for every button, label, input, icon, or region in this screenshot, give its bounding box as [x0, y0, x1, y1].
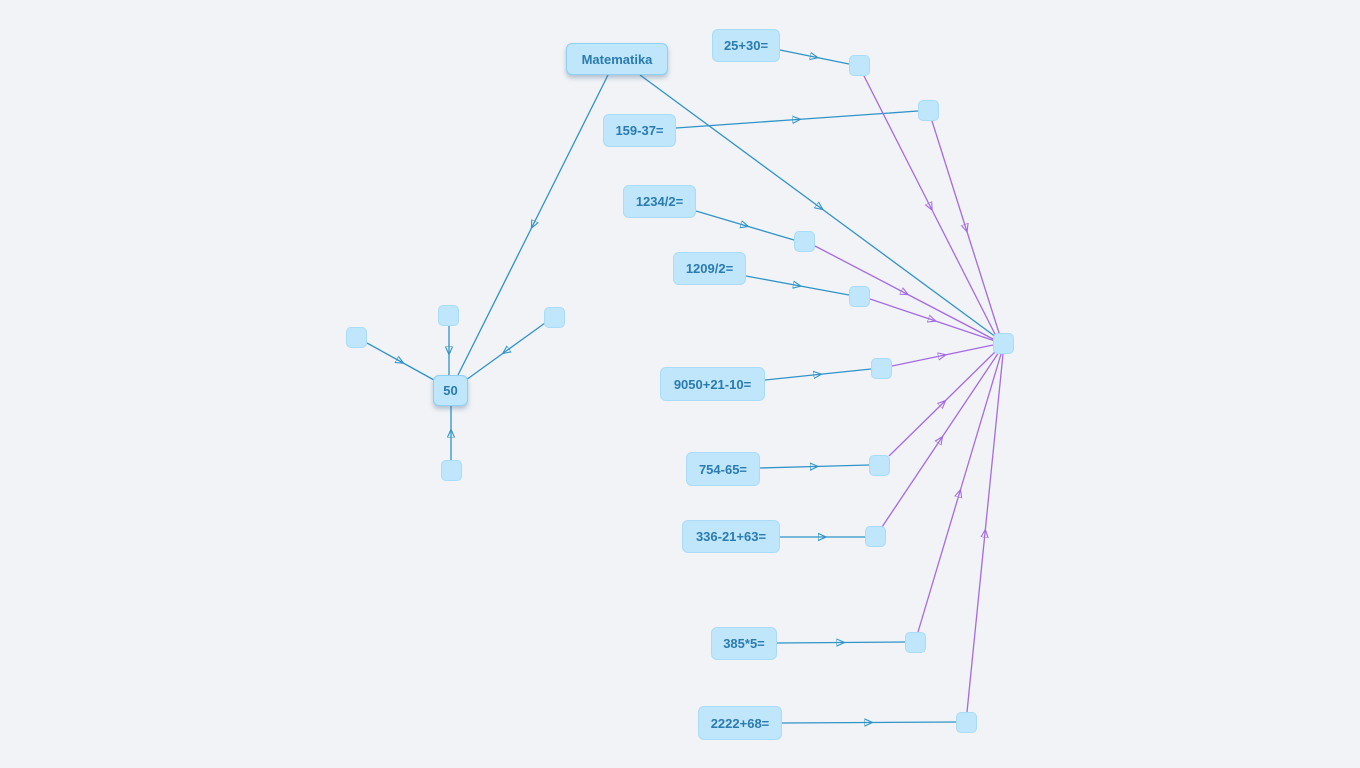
node-answer-8[interactable]: [905, 632, 926, 653]
edge-eq9-to-answer: [781, 722, 957, 723]
edge-matematika-to-50: [457, 74, 609, 376]
edge-eq8-to-answer: [776, 642, 906, 643]
edge-answer7-to-hub: [881, 351, 1000, 528]
node-equation-9050-plus-21-minus-10[interactable]: 9050+21-10=: [660, 367, 765, 401]
node-50[interactable]: 50: [433, 375, 468, 406]
node-equation-1209-div-2[interactable]: 1209/2=: [673, 252, 746, 285]
edge-answer6-to-hub: [888, 349, 998, 457]
node-answer-7[interactable]: [865, 526, 886, 547]
edge-answer5-to-hub: [891, 344, 994, 367]
node-equation-754-minus-65[interactable]: 754-65=: [686, 452, 760, 486]
node-hub[interactable]: [993, 333, 1014, 354]
node-answer-6[interactable]: [869, 455, 890, 476]
edge-answer1-to-hub: [863, 75, 998, 339]
node-equation-2222-plus-68[interactable]: 2222+68=: [698, 706, 782, 740]
node-answer-1[interactable]: [849, 55, 870, 76]
node-equation-25-plus-30[interactable]: 25+30=: [712, 29, 780, 62]
edge-answer2-to-hub: [931, 120, 1001, 337]
edge-eq3-to-answer: [695, 210, 795, 241]
node-equation-1234-div-2[interactable]: 1234/2=: [623, 185, 696, 218]
edge-eq2-to-answer: [675, 110, 919, 129]
edge-eq6-to-answer: [759, 465, 870, 468]
node-empty-left[interactable]: [346, 327, 367, 348]
node-empty-top[interactable]: [438, 305, 459, 326]
node-answer-3[interactable]: [794, 231, 815, 252]
edge-answer3-to-hub: [814, 245, 996, 341]
edge-answer4-to-hub: [869, 298, 996, 342]
node-equation-385-times-5[interactable]: 385*5=: [711, 627, 777, 660]
node-answer-2[interactable]: [918, 100, 939, 121]
edge-matematika-to-hub: [639, 74, 1001, 341]
node-equation-336-minus-21-plus-63[interactable]: 336-21+63=: [682, 520, 780, 553]
node-matematika[interactable]: Matematika: [566, 43, 668, 75]
edge-right-to-50: [465, 322, 546, 381]
node-empty-bottom[interactable]: [441, 460, 462, 481]
node-answer-5[interactable]: [871, 358, 892, 379]
node-equation-159-minus-37[interactable]: 159-37=: [603, 114, 676, 147]
edge-layer: [366, 49, 1004, 723]
edge-eq4-to-answer: [745, 275, 850, 296]
edge-answer9-to-hub: [966, 353, 1004, 713]
edge-eq5-to-answer: [764, 368, 872, 381]
node-empty-right[interactable]: [544, 307, 565, 328]
edge-answer8-to-hub: [917, 353, 1002, 633]
node-answer-4[interactable]: [849, 286, 870, 307]
edge-left-to-50: [366, 342, 435, 381]
node-answer-9[interactable]: [956, 712, 977, 733]
edge-eq1-to-answer: [779, 49, 850, 65]
